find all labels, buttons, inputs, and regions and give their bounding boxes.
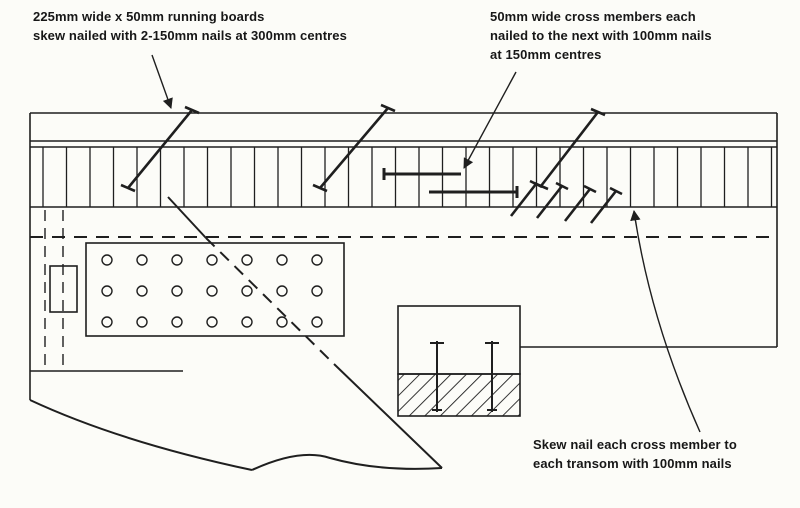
break-line: [29, 399, 253, 471]
leader-skew-nail: [630, 209, 701, 433]
annotation-cross-members: 50mm wide cross members each nailed to t…: [490, 9, 712, 62]
transom-nails: [430, 341, 499, 412]
deck-outline: [29, 112, 778, 400]
transom: [397, 305, 521, 417]
break-line: [251, 453, 443, 471]
leader-lines: [151, 54, 701, 433]
annotation-running-boards: 225mm wide x 50mm running boards skew na…: [33, 9, 347, 43]
cross-member-ticks: [42, 147, 773, 207]
nail-holes: [101, 254, 323, 328]
joist-hanger-outline: [49, 265, 78, 313]
transom-skew-nail-cluster: [509, 179, 623, 224]
annotation-skew-nail: Skew nail each cross member to each tran…: [533, 437, 737, 471]
leader-running-boards: [151, 54, 173, 109]
hidden-joist-dashed-lines: [44, 210, 64, 371]
nail-plate: [85, 242, 345, 337]
leader-cross-members: [463, 71, 517, 169]
diagonal-running-board: [29, 196, 443, 471]
running-board-skew-nails: [120, 103, 606, 193]
cross-member-horizontal-nails: [382, 168, 519, 198]
